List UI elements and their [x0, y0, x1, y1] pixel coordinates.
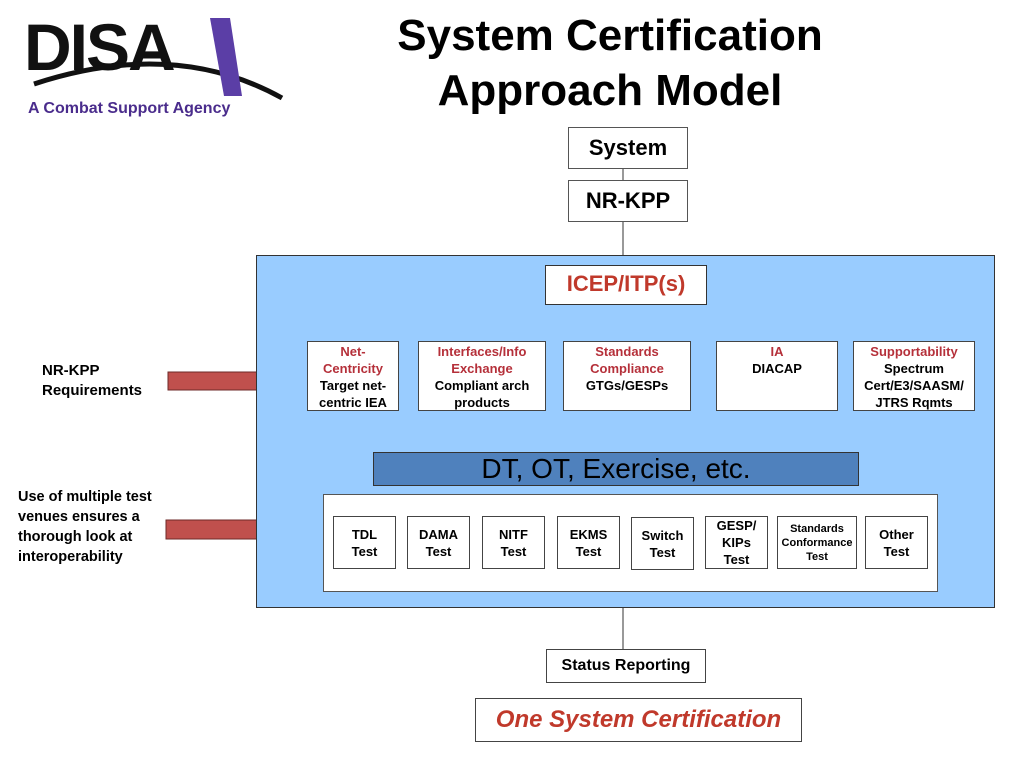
- category-heading: Compliance: [590, 361, 664, 376]
- test-label: Test: [806, 550, 828, 563]
- label-line: venues ensures a: [18, 509, 140, 525]
- test-label: Test: [500, 543, 527, 559]
- test-label: Conformance: [781, 536, 853, 549]
- test-label: TDL: [351, 526, 378, 542]
- category-body: GTGs/GESPs: [585, 378, 669, 393]
- category-body: products: [454, 395, 510, 410]
- logo-swoosh: [33, 61, 284, 101]
- label-line: interoperability: [18, 549, 123, 565]
- label-line: thorough look at: [18, 529, 133, 545]
- category-body: Compliant arch: [434, 378, 530, 393]
- category-supportability: Supportability Spectrum Cert/E3/SAASM/ J…: [853, 341, 975, 411]
- disa-logo: DISA: [24, 8, 284, 101]
- category-heading: IA: [770, 344, 784, 359]
- test-label: Test: [351, 543, 378, 559]
- test-label: Switch: [641, 527, 684, 543]
- title-line-1: System Certification: [397, 11, 823, 60]
- category-ia: IA DIACAP: [716, 341, 838, 411]
- category-net-centricity: Net- Centricity Target net- centric IEA: [307, 341, 399, 411]
- system-box: System: [568, 127, 688, 169]
- test-label: Other: [879, 526, 914, 542]
- nr-kpp-requirements-label: NR-KPP Requirements: [42, 361, 142, 401]
- test-label: Test: [883, 543, 910, 559]
- test-label: Standards: [790, 522, 844, 535]
- test-label: KIPs: [722, 535, 751, 550]
- category-heading: Supportability: [870, 344, 958, 359]
- category-standards-compliance: Standards Compliance GTGs/GESPs: [563, 341, 691, 411]
- test-label: Test: [575, 543, 602, 559]
- category-heading: Exchange: [451, 361, 513, 376]
- category-body: centric IEA: [319, 395, 387, 410]
- agency-tagline: A Combat Support Agency: [28, 100, 231, 117]
- category-heading: Interfaces/Info: [437, 344, 527, 359]
- category-body: DIACAP: [752, 361, 802, 376]
- category-body: Cert/E3/SAASM/: [864, 378, 964, 393]
- page-title: System Certification Approach Model: [330, 8, 890, 118]
- test-label: NITF: [499, 526, 528, 542]
- label-line: Use of multiple test: [18, 489, 152, 505]
- test-label: Test: [425, 543, 452, 559]
- one-system-certification-box: One System Certification: [475, 698, 802, 742]
- test-label: GESP/: [716, 518, 757, 533]
- test-label: DAMA: [419, 526, 458, 542]
- nr-kpp-box: NR-KPP: [568, 180, 688, 222]
- title-line-2: Approach Model: [437, 66, 783, 115]
- category-heading: Centricity: [323, 361, 383, 376]
- disa-logo-text: DISA: [24, 10, 174, 84]
- test-venues-label: Use of multiple test venues ensures a th…: [18, 487, 152, 567]
- dt-ot-exercise-bar: DT, OT, Exercise, etc.: [373, 452, 859, 486]
- category-body: Spectrum: [884, 361, 944, 376]
- logo-accent: [210, 18, 242, 96]
- test-label: Test: [649, 544, 676, 560]
- category-heading: Net-: [340, 344, 366, 359]
- status-reporting-box: Status Reporting: [546, 649, 706, 683]
- test-label: EKMS: [569, 526, 608, 542]
- category-heading: Standards: [595, 344, 659, 359]
- category-body: Target net-: [319, 378, 387, 393]
- label-line: Requirements: [42, 382, 143, 399]
- category-interfaces: Interfaces/Info Exchange Compliant arch …: [418, 341, 546, 411]
- label-line: NR-KPP: [42, 362, 100, 379]
- test-label: Test: [723, 552, 750, 567]
- category-body: JTRS Rqmts: [875, 395, 953, 410]
- icep-box: ICEP/ITP(s): [545, 265, 707, 305]
